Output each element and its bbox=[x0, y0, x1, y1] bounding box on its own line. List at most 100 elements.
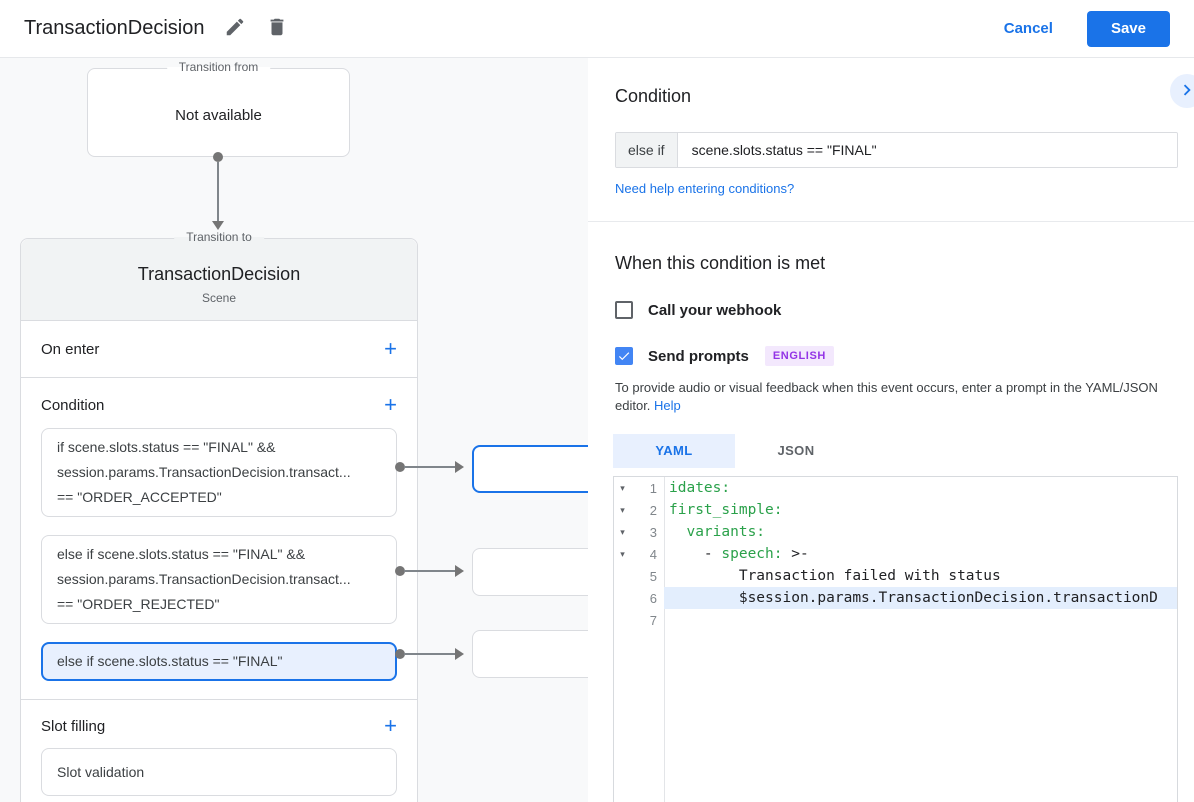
scene-name: TransactionDecision bbox=[137, 264, 301, 284]
add-slot-button[interactable]: + bbox=[384, 713, 397, 738]
on-enter-label: On enter bbox=[41, 340, 100, 358]
editor-gutter: ▾4 bbox=[614, 543, 664, 565]
scene-card: Transition to TransactionDecision Scene … bbox=[20, 230, 418, 802]
save-button[interactable]: Save bbox=[1086, 10, 1170, 47]
chevron-right-icon bbox=[1176, 79, 1194, 104]
transition-chip[interactable] bbox=[472, 445, 588, 493]
code-text: first_simple: bbox=[669, 502, 783, 518]
webhook-checkbox[interactable] bbox=[615, 301, 633, 319]
tab-yaml[interactable]: YAML bbox=[613, 434, 735, 468]
scene-type-label: Scene bbox=[201, 291, 237, 305]
line-number: 1 bbox=[649, 480, 657, 496]
collapse-panel-button[interactable] bbox=[1170, 74, 1194, 108]
condition-card-text: else if scene.slots.status == "FINAL" bbox=[57, 653, 283, 669]
condition-card-text: == "ORDER_REJECTED" bbox=[57, 596, 220, 612]
editor-gutter: 6 bbox=[614, 587, 664, 609]
editor-gutter: ▾3 bbox=[614, 521, 664, 543]
connector-arrowhead-icon bbox=[455, 461, 464, 473]
page-title: TransactionDecision bbox=[24, 17, 205, 39]
code-text: - speech: >- bbox=[669, 546, 809, 562]
slot-filling-label: Slot filling bbox=[41, 717, 106, 735]
transition-from-value: Not available bbox=[175, 107, 262, 124]
fold-toggle-icon[interactable]: ▾ bbox=[620, 548, 625, 559]
code-text: idates: bbox=[669, 480, 731, 496]
cancel-button[interactable]: Cancel bbox=[1003, 20, 1053, 37]
when-met-heading: When this condition is met bbox=[615, 253, 826, 273]
fold-toggle-icon[interactable]: ▾ bbox=[620, 482, 625, 493]
connector-dot bbox=[395, 462, 405, 472]
transition-from-legend: Transition from bbox=[166, 60, 271, 74]
editor-line: ▾ 2 first_simple: bbox=[614, 499, 1177, 521]
fold-toggle-icon[interactable]: ▾ bbox=[620, 504, 625, 515]
checkmark-icon bbox=[618, 352, 630, 361]
webhook-row: Call your webhook bbox=[615, 301, 1178, 319]
code-text: Transaction failed with status bbox=[669, 568, 1001, 584]
condition-help-link[interactable]: Need help entering conditions? bbox=[615, 181, 795, 196]
section-divider bbox=[21, 699, 417, 700]
line-number: 3 bbox=[649, 524, 657, 540]
flow-arrow-line bbox=[217, 162, 219, 222]
on-enter-section: On enter + bbox=[21, 321, 417, 377]
send-prompts-row: Send prompts ENGLISH bbox=[615, 346, 1178, 366]
edit-scene-button[interactable] bbox=[224, 16, 246, 41]
slot-filling-section: Slot filling + Slot validation bbox=[21, 700, 417, 796]
help-link[interactable]: Help bbox=[654, 398, 681, 413]
prompt-description: To provide audio or visual feedback when… bbox=[615, 379, 1172, 415]
connector-arrowhead-icon bbox=[455, 565, 464, 577]
editor-gutter: 7 bbox=[614, 609, 664, 631]
line-number: 5 bbox=[649, 568, 657, 584]
pencil-icon bbox=[224, 16, 246, 41]
condition-card-list: if scene.slots.status == "FINAL" && sessi… bbox=[21, 428, 417, 681]
add-condition-button[interactable]: + bbox=[384, 392, 397, 417]
condition-card-text: session.params.TransactionDecision.trans… bbox=[57, 571, 351, 587]
line-number: 2 bbox=[649, 502, 657, 518]
delete-scene-button[interactable] bbox=[266, 16, 288, 41]
condition-card-text: else if scene.slots.status == "FINAL" && bbox=[57, 546, 306, 562]
transition-chip[interactable] bbox=[472, 630, 588, 678]
flow-canvas: Transition from Not available Transition… bbox=[0, 58, 588, 802]
editor-line: 6 $session.params.TransactionDecision.tr… bbox=[614, 587, 1177, 609]
condition-detail-panel: Condition else if Need help entering con… bbox=[588, 58, 1194, 802]
trash-icon bbox=[266, 16, 288, 41]
condition-card[interactable]: else if scene.slots.status == "FINAL" &&… bbox=[41, 535, 397, 624]
editor-line: ▾3 variants: bbox=[614, 521, 1177, 543]
connector-dot bbox=[395, 649, 405, 659]
prompt-description-text: To provide audio or visual feedback when… bbox=[615, 380, 1158, 413]
send-prompts-label: Send prompts bbox=[648, 347, 749, 365]
connector-line bbox=[404, 653, 456, 655]
condition-expression-input[interactable] bbox=[677, 133, 1177, 167]
editor-gutter: ▾1 bbox=[614, 477, 664, 499]
tab-json[interactable]: JSON bbox=[777, 443, 815, 458]
condition-card-text: if scene.slots.status == "FINAL" && bbox=[57, 439, 276, 455]
top-bar: TransactionDecision Cancel Save bbox=[0, 0, 1194, 58]
connector-arrowhead-icon bbox=[455, 648, 464, 660]
editor-tab-bar: YAML JSON bbox=[613, 434, 1178, 468]
editor-line: 7 bbox=[614, 609, 1177, 631]
editor-line: ▾4 - speech: >- bbox=[614, 543, 1177, 565]
transition-chip[interactable] bbox=[472, 548, 588, 596]
webhook-label: Call your webhook bbox=[648, 301, 782, 319]
code-text: variants: bbox=[686, 524, 766, 540]
condition-section-label: Condition bbox=[41, 396, 105, 414]
condition-card[interactable]: if scene.slots.status == "FINAL" && sessi… bbox=[41, 428, 397, 517]
send-prompts-checkbox[interactable] bbox=[615, 347, 633, 365]
transition-from-box[interactable]: Transition from Not available bbox=[87, 60, 350, 157]
panel-title: Condition bbox=[615, 86, 692, 106]
panel-divider bbox=[588, 221, 1194, 222]
condition-card[interactable]: else if scene.slots.status == "FINAL" bbox=[41, 642, 397, 681]
condition-card-text: session.params.TransactionDecision.trans… bbox=[57, 464, 351, 480]
slot-validation-card[interactable]: Slot validation bbox=[41, 748, 397, 796]
condition-prefix-label: else if bbox=[616, 133, 678, 167]
add-on-enter-button[interactable]: + bbox=[384, 336, 397, 361]
code-text bbox=[664, 609, 1177, 631]
line-number: 4 bbox=[649, 546, 657, 562]
condition-section: Condition + if scene.slots.status == "FI… bbox=[21, 378, 417, 681]
fold-toggle-icon[interactable]: ▾ bbox=[620, 526, 625, 537]
condition-card-text: == "ORDER_ACCEPTED" bbox=[57, 489, 222, 505]
section-divider bbox=[21, 377, 417, 378]
transition-to-legend: Transition to bbox=[174, 230, 264, 244]
flow-arrowhead-icon bbox=[212, 221, 224, 230]
code-text: $session.params.TransactionDecision.tran… bbox=[664, 587, 1177, 609]
